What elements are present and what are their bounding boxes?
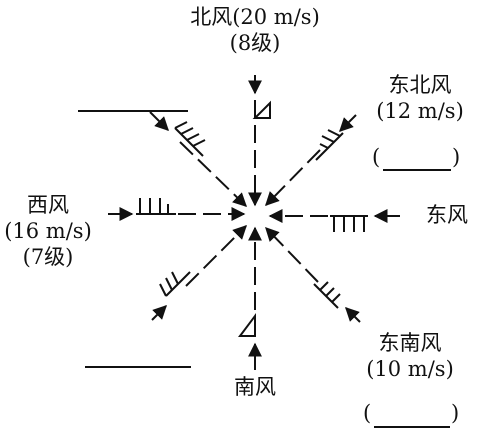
north-label: 北风(20 m/s) (8级) [185,4,325,56]
southeast-grade-open-paren: ( [363,401,372,425]
west-arrow [108,198,246,221]
south-label: 南风 [218,374,292,400]
northeast-grade-blank[interactable] [383,169,451,171]
southeast-label: 东南风 (10 m/s) [345,330,475,382]
southwest-blank[interactable] [85,366,191,368]
northwest-wind-barbs [174,121,206,157]
west-wind-barbs [136,198,176,215]
south-arrow [238,226,262,370]
northeast-name: 东北风 [388,73,452,97]
southeast-grade-close-paren: ) [451,401,460,425]
east-arrow [268,209,400,232]
northeast-wind-barbs [315,129,344,161]
northwest-blank[interactable] [78,110,188,112]
north-grade: (8级) [229,31,281,55]
southeast-arrow [265,226,361,323]
west-label: 西风 (16 m/s) (7级) [0,192,96,270]
west-speed: (16 m/s) [4,219,92,243]
southwest-wind-barbs [159,271,191,297]
north-arrow [248,75,271,207]
southeast-grade-blank[interactable] [374,426,450,428]
east-label: 东风 [412,202,482,228]
northeast-speed: (12 m/s) [376,99,464,123]
southeast-name: 东南风 [378,331,442,355]
south-name: 南风 [234,375,276,399]
southwest-arrow [151,225,247,321]
west-grade: (7级) [22,245,74,269]
northwest-arrow [149,111,248,207]
south-pennant-flag [238,313,256,337]
northeast-arrow [265,114,357,206]
north-name-speed: 北风(20 m/s) [190,5,320,29]
southeast-wind-barbs [313,281,341,309]
east-name: 东风 [426,203,468,227]
northeast-label: 东北风 (12 m/s) [360,72,480,124]
east-wind-barbs [330,215,368,232]
north-pennant-flag [252,100,271,119]
southeast-speed: (10 m/s) [366,357,454,381]
northeast-grade-close-paren: ) [452,145,461,169]
west-name: 西风 [27,193,69,217]
northeast-grade-open-paren: ( [372,145,381,169]
